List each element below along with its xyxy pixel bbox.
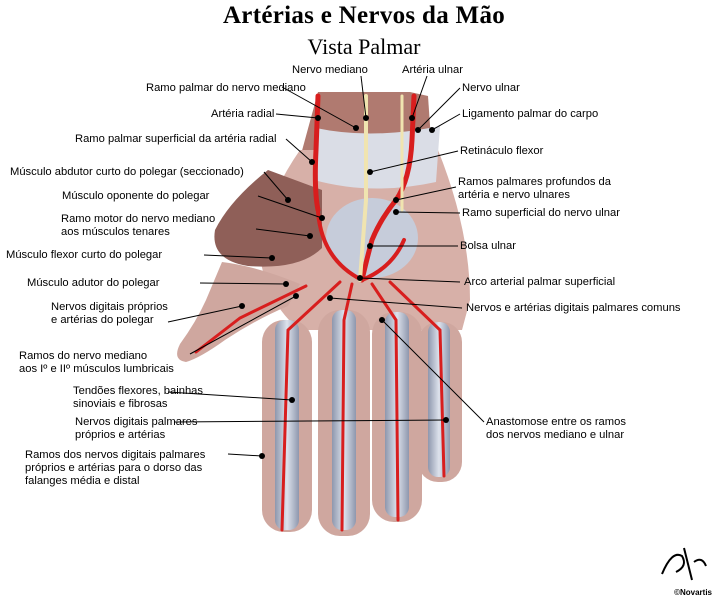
label-digitais-proprios-2: próprios e artérias bbox=[75, 429, 166, 441]
median-nerve bbox=[358, 94, 368, 282]
label-abdutor-curto: Músculo abdutor curto do polegar (seccio… bbox=[10, 166, 244, 178]
tendon-index bbox=[275, 320, 299, 530]
digital-artery-1 bbox=[280, 280, 342, 532]
label-nervo-ulnar: Nervo ulnar bbox=[462, 82, 520, 94]
page-title: Artérias e Nervos da Mão bbox=[222, 2, 506, 29]
label-arteria-radial: Artéria radial bbox=[211, 108, 275, 120]
label-dorso-3: falanges média e distal bbox=[25, 475, 140, 487]
label-anastomose-2: dos nervos mediano e ulnar bbox=[486, 429, 625, 441]
copyright-credit: ©Novartis bbox=[674, 588, 712, 597]
label-retinaculo-flexor: Retináculo flexor bbox=[460, 145, 544, 157]
page-subtitle: Vista Palmar bbox=[307, 34, 421, 59]
label-dorso-1: Ramos dos nervos digitais palmares bbox=[25, 449, 206, 461]
label-anastomose-1: Anastomose entre os ramos bbox=[486, 416, 626, 428]
label-lumbricais-2: aos Iº e IIº músculos lumbricais bbox=[19, 363, 174, 375]
label-arteria-ulnar: Artéria ulnar bbox=[402, 64, 463, 76]
label-lumbricais-1: Ramos do nervo mediano bbox=[19, 350, 148, 362]
label-ramo-motor-2: aos músculos tenares bbox=[61, 226, 170, 238]
flexor-retinaculum bbox=[314, 126, 440, 189]
label-ramo-superficial-ulnar: Ramo superficial do nervo ulnar bbox=[462, 207, 620, 219]
thenar-muscles bbox=[214, 170, 322, 267]
label-tendoes-1: Tendões flexores, bainhas bbox=[73, 385, 203, 397]
label-bolsa-ulnar: Bolsa ulnar bbox=[460, 240, 516, 252]
label-tendoes-2: sinoviais e fibrosas bbox=[73, 398, 168, 410]
label-oponente: Músculo oponente do polegar bbox=[62, 190, 210, 202]
tendon-little bbox=[428, 322, 450, 477]
digital-artery-4 bbox=[388, 280, 446, 478]
label-ramo-palmar-nervo-mediano: Ramo palmar do nervo mediano bbox=[146, 82, 306, 94]
thumb bbox=[177, 262, 300, 362]
radial-artery bbox=[312, 93, 321, 213]
digital-artery-2 bbox=[340, 282, 354, 532]
label-nervo-mediano: Nervo mediano bbox=[292, 64, 368, 76]
label-flexor-curto: Músculo flexor curto do polegar bbox=[6, 249, 163, 261]
label-digitais-proprios-1: Nervos digitais palmares bbox=[75, 416, 198, 428]
label-ramos-profundos-1: Ramos palmares profundos da bbox=[458, 176, 611, 188]
label-dorso-2: próprios e artérias para o dorso das bbox=[25, 462, 203, 474]
label-ramo-motor-1: Ramo motor do nervo mediano bbox=[61, 213, 216, 225]
label-nervos-arterias-comuns: Nervos e artérias digitais palmares comu… bbox=[466, 302, 681, 314]
thumb-artery bbox=[194, 284, 308, 354]
label-arco-arterial: Arco arterial palmar superficial bbox=[464, 276, 616, 288]
label-ramos-profundos-2: artéria e nervo ulnares bbox=[458, 189, 570, 201]
netter-signature bbox=[661, 547, 707, 581]
ulnar-artery bbox=[359, 93, 417, 283]
label-ligamento-palmar-carpo: Ligamento palmar do carpo bbox=[462, 108, 599, 120]
label-adutor: Músculo adutor do polegar bbox=[27, 277, 160, 289]
label-digitais-polegar-2: e artérias do polegar bbox=[51, 314, 154, 326]
label-digitais-polegar-1: Nervos digitais próprios bbox=[51, 301, 168, 313]
label-ramo-palmar-superficial: Ramo palmar superficial da artéria radia… bbox=[75, 133, 277, 145]
digital-artery-3 bbox=[370, 282, 400, 522]
